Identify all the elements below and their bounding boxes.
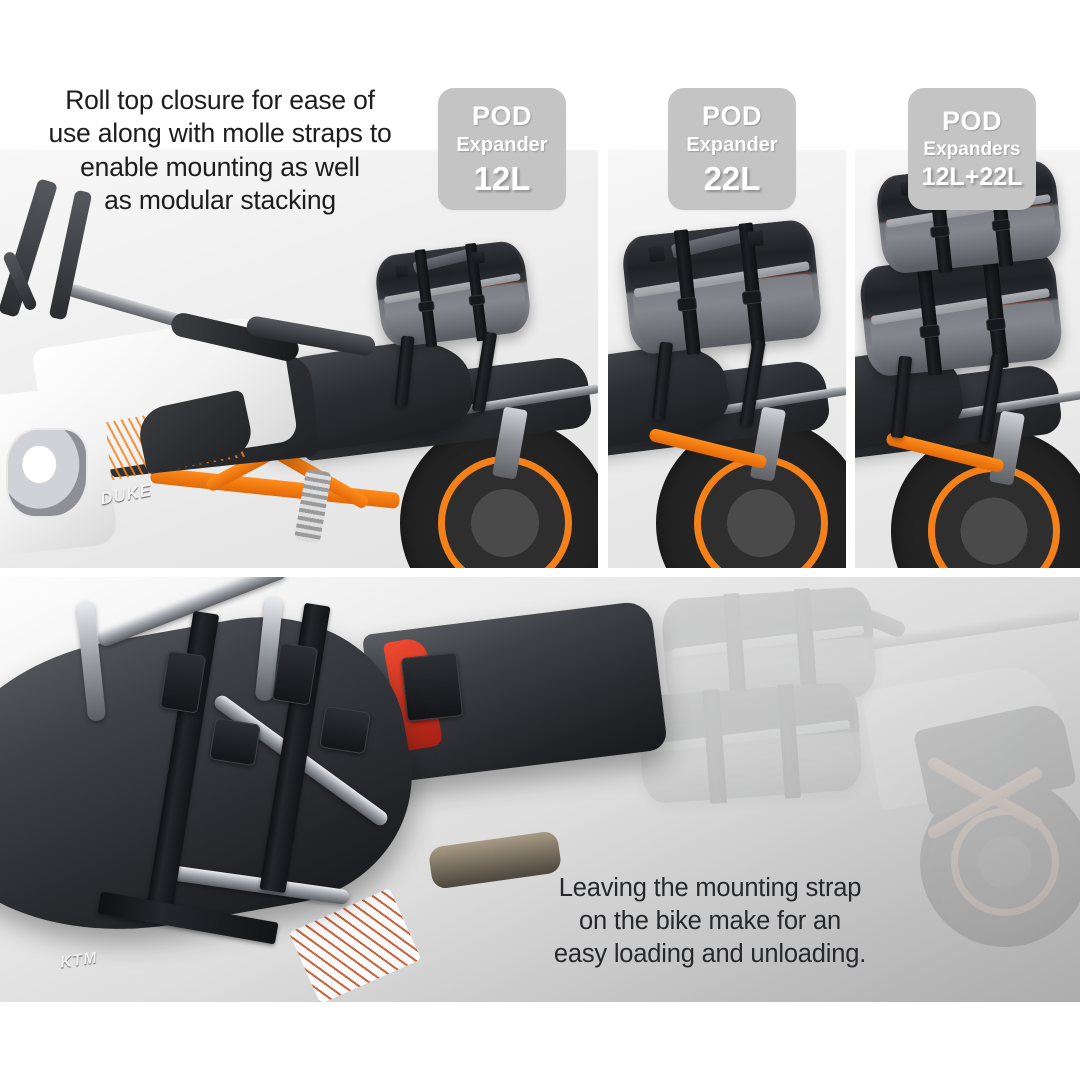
hero-cam-buckle-left [208,717,262,767]
product-panel-12l: DUKE [0,150,598,568]
bag-molle-loop-right [747,230,765,248]
bag-buckle-right [991,218,1011,232]
bag-molle-loop-left [395,264,409,278]
bag-buckle-left [417,300,435,313]
badge-subtitle: Expander [686,134,778,156]
badge-title: POD [941,105,1002,136]
badge-capacity: 12L [473,160,531,197]
product-panel-22l [608,150,846,568]
badge-title: POD [471,101,532,131]
badge-title: POD [701,101,762,131]
bottom-caption-text: Leaving the mounting strap on the bike m… [553,874,867,969]
badge-subtitle: Expander [456,134,548,156]
bag-molle-loop-left [648,245,666,263]
badge-subtitle: Expanders [923,138,1021,160]
ghost-front-wheel [920,777,1080,947]
badge-pod-expander-22l: POD Expander 22L [668,88,796,210]
hero-cam-buckle-right [318,705,372,755]
bottom-section: KTM Leaving the mounting strap on the bi… [0,577,1080,1002]
bag-buckle-left [676,296,698,312]
headlight [6,428,88,518]
product-panel-12l-22l [855,150,1080,568]
pod-expander-12l-bag [372,239,534,349]
badge-pod-expander-12l: POD Expander 12L [438,88,566,210]
hero-center-buckle [400,652,464,722]
ghost-front-rim [950,807,1060,917]
badge-capacity: 22L [703,160,761,197]
badge-capacity: 12L+22L [921,163,1023,192]
ghost-bike-with-stacked-bags [620,585,1080,947]
hero-bike-brand-badge: KTM [58,949,99,972]
rear-shock-spring [293,468,333,544]
badge-pod-expanders-12l-22l: POD Expanders 12L+22L [908,88,1036,210]
bag-buckle-right [741,290,763,305]
hero-reflective-hatch-bottom [288,888,422,1002]
bag-buckle-right [985,317,1007,332]
panel-2-scene [608,150,846,568]
pod-expander-22l-bag [620,218,824,356]
panel-1-scene: DUKE [0,150,598,568]
bag-buckle-left [930,225,950,238]
headline-text: Roll top closure for ease of use along w… [48,85,392,216]
top-section: Roll top closure for ease of use along w… [0,85,1080,568]
bag-buckle-left [919,324,940,339]
panel-3-scene [855,150,1080,568]
bag-buckle-right [468,293,485,307]
bag-molle-loop-right [472,251,486,265]
ghost-pod-expander-bottom [636,681,864,805]
